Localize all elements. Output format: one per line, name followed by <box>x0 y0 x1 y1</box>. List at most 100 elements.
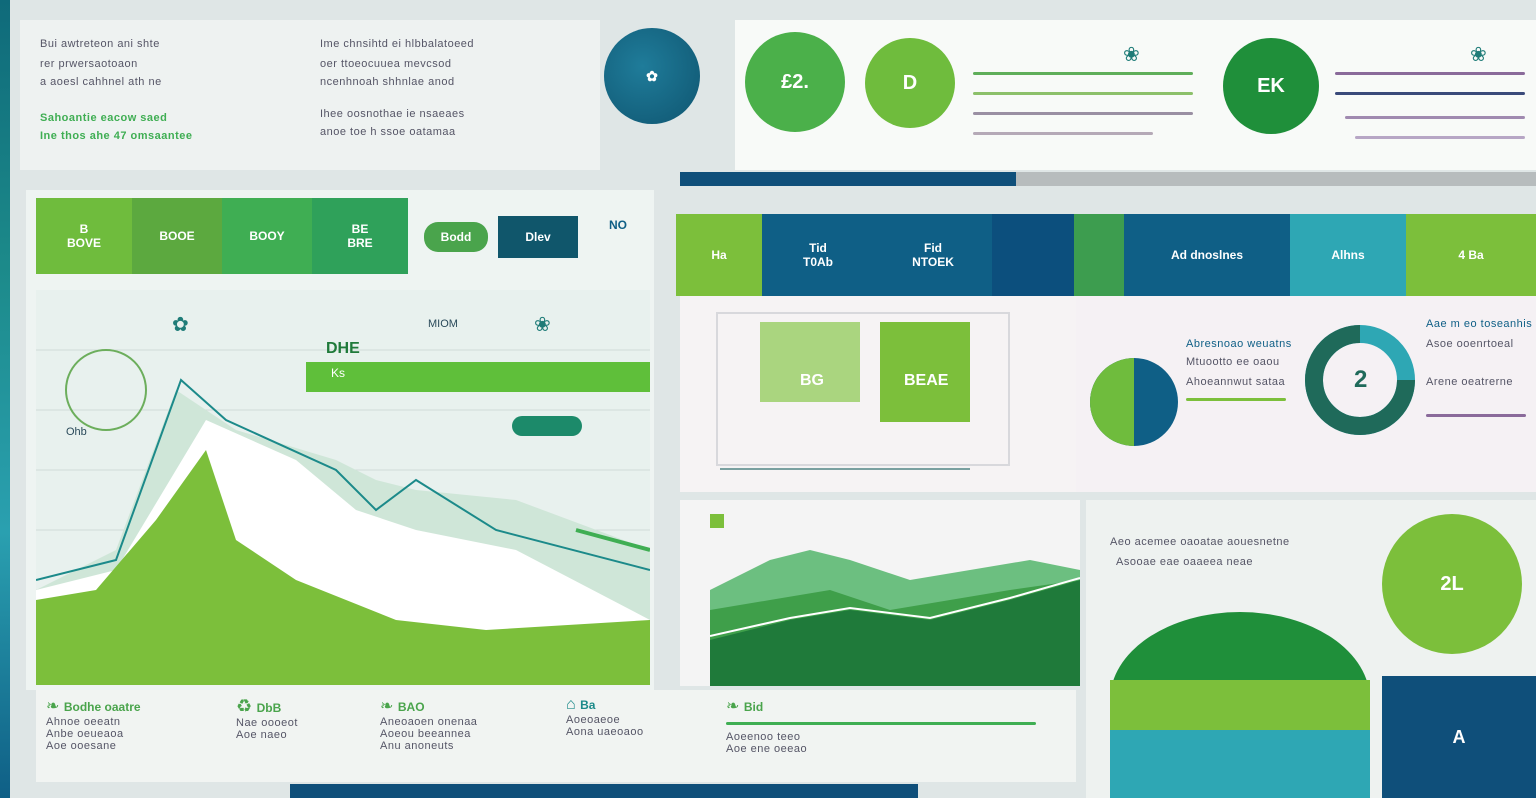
hemisphere-chart <box>1110 612 1370 798</box>
big-green-circle: 2L <box>1382 514 1522 654</box>
top-bar-purple-2 <box>1345 116 1525 119</box>
top-bar-purple-1 <box>1335 72 1525 75</box>
right-bar-purple <box>1426 414 1526 417</box>
left-badge-2-label: Dlev <box>525 230 551 244</box>
navy-stripe <box>680 172 1016 186</box>
center-bottom-panel <box>680 500 1080 686</box>
left-badge-1[interactable]: Bodd <box>424 222 488 252</box>
header-mid-line-3: ncenhnoah shhnlae anod <box>320 76 455 88</box>
center-box-label-b: BEAE <box>904 372 949 389</box>
chart-pill[interactable] <box>512 416 582 436</box>
right-text-4: Aae m eo toseanhis <box>1426 318 1533 330</box>
left-main-panel: B BOVE BOOE BOOY BE BRE Bodd Dlev NO DHE <box>26 190 654 690</box>
bottom-item-5: ❧ Bid Aoeenoo teeo Aoe ene oeeao <box>726 696 1066 755</box>
bottom-item-1: ❧ Bodhe oaatre Ahnoe oeeatn Anbe oeueaoa… <box>46 696 216 752</box>
big-circle-label: 2L <box>1440 572 1464 595</box>
left-tile-4: BE BRE <box>312 198 408 274</box>
center-panel: BG BEAE <box>680 296 1076 492</box>
bottom-row: ❧ Bodhe oaatre Ahnoe oeeatn Anbe oeueaoa… <box>36 690 1076 782</box>
right-text-3: Ahoeannwut sataa <box>1186 376 1286 388</box>
right-tile-6: Ad dnoslnes <box>1124 214 1290 296</box>
top-circle-3: EK <box>1223 38 1319 134</box>
center-green-box-2 <box>880 322 970 422</box>
leaf-icon-chart-1: ✿ <box>172 314 189 336</box>
right-tile-6-label: Ad dnoslnes <box>1170 248 1243 262</box>
right-tiles-row: Ha Tid T0Ab Fid NTOEK Ad dnoslnes Alhns … <box>676 214 1536 296</box>
tree-icon-top-right: ❀ <box>1470 44 1487 66</box>
top-bar-gray-2 <box>973 132 1153 135</box>
line-teal <box>36 378 650 581</box>
bottom-item-3-line-2: Aoeou beeannea <box>380 728 471 740</box>
header-left-green-1: Sahoantie eacow saed <box>40 112 168 124</box>
bottom-item-5-bar <box>726 722 1036 725</box>
bottom-item-4-title: Ba <box>580 698 596 712</box>
bottom-item-1-title: Bodhe oaatre <box>63 700 141 714</box>
bottom-right-box: A <box>1382 676 1536 798</box>
header-left-line-2: rer prwersaotoaon <box>40 58 138 70</box>
left-badge-3: NO <box>588 210 648 240</box>
donut-label: 2 <box>1354 366 1368 393</box>
center-box-label-a: BG <box>800 372 824 389</box>
recycle-icon: ♻ <box>236 696 253 716</box>
right-small-text-2: Asooae eae oaaeea neae <box>1116 556 1254 568</box>
top-right-panel: £2. D ❀ EK ❀ <box>735 20 1536 170</box>
teal-logo-circle: ✿ <box>604 28 700 124</box>
leaf-icon-1: ❧ <box>46 698 60 715</box>
chart-annotation-2: Ohb <box>66 426 87 438</box>
center-bottom-legend <box>710 514 724 528</box>
right-tile-5 <box>1074 214 1124 296</box>
right-bar-green <box>1186 398 1286 401</box>
right-text-1: Abresnoao weuatns <box>1186 338 1292 350</box>
chart-highlight-bar <box>306 362 650 392</box>
bottom-right-box-label: A <box>1452 726 1466 747</box>
header-mid-line-4: Ihee oosnothae ie nsaeaes <box>320 108 465 120</box>
bottom-item-5-line-2: Aoe ene oeeao <box>726 743 808 755</box>
right-tile-3: Fid NTOEK <box>874 214 992 296</box>
leaf-icon: ✿ <box>646 67 658 84</box>
left-badge-2[interactable]: Dlev <box>498 216 578 258</box>
right-tile-2: Tid T0Ab <box>762 214 874 296</box>
bottom-item-3-title: BAO <box>397 700 425 714</box>
chart-annotation-1: MIOM <box>428 318 458 330</box>
top-bar-gray-1 <box>973 112 1193 115</box>
right-text-6: Arene oeatrerne <box>1426 376 1513 388</box>
header-left-line-1: Bui awtreteon ani shte <box>40 38 160 50</box>
bottom-item-1-line-2: Anbe oeueaoa <box>46 728 124 740</box>
left-tile-2: BOOE <box>132 198 222 274</box>
gray-stripe <box>1016 172 1536 186</box>
left-tile-3: BOOY <box>222 198 312 274</box>
right-tile-8-label: 4 Ba <box>1458 248 1484 262</box>
leaf-icon-5: ❧ <box>726 698 740 715</box>
top-circle-3-label: EK <box>1257 74 1285 97</box>
area-green <box>36 450 650 685</box>
center-legend-line <box>720 468 970 470</box>
right-small-text-1: Aeo acemee oaoatae aouesnetne <box>1110 536 1290 548</box>
right-tile-1-label: Ha <box>711 248 727 262</box>
left-badge-3-label: NO <box>609 218 627 232</box>
left-tile-1-label: B BOVE <box>66 222 101 250</box>
right-tile-3-label: Fid NTOEK <box>912 241 954 269</box>
left-area-chart <box>36 290 650 685</box>
top-bar-purple-3 <box>1355 136 1525 139</box>
right-tile-4 <box>992 214 1074 296</box>
center-green-box-1 <box>760 322 860 402</box>
bottom-item-2-title: DbB <box>256 701 282 715</box>
bottom-item-4-line-1: Aoeoaeoe <box>566 714 621 726</box>
plant-icon-top: ❀ <box>1123 44 1140 66</box>
bottom-item-5-title: Bid <box>743 700 764 714</box>
leaf-icon-chart-2: ❀ <box>534 314 551 336</box>
right-tile-7-label: Alhns <box>1331 248 1365 262</box>
chart-label-top: DHE <box>326 340 360 357</box>
top-bar-navy-1 <box>1335 92 1525 95</box>
right-bottom-panel: Aeo acemee oaoatae aouesnetne Asooae eae… <box>1086 500 1536 798</box>
bottom-item-1-line-1: Ahnoe oeeatn <box>46 716 121 728</box>
top-bar-green-2 <box>973 92 1193 95</box>
bottom-item-3: ❧ BAO Aneoaoen onenaa Aoeou beeannea Anu… <box>380 696 550 752</box>
house-icon: ⌂ <box>566 696 576 713</box>
line-green <box>575 528 650 552</box>
right-tile-8: 4 Ba <box>1406 214 1536 296</box>
bottom-item-4-line-2: Aona uaeoaoo <box>566 726 644 738</box>
top-circle-1-label: £2. <box>781 70 809 93</box>
right-tile-7: Alhns <box>1290 214 1406 296</box>
bottom-item-3-line-3: Anu anoneuts <box>380 740 454 752</box>
